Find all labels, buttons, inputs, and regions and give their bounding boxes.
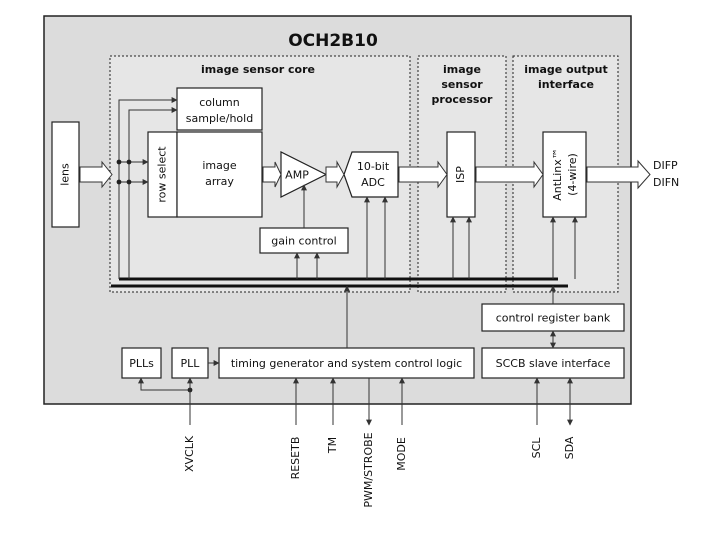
row-select-block [147, 131, 178, 218]
timing-generator-label: timing generator and system control logi… [231, 357, 462, 370]
pin-tm: TM [326, 437, 339, 454]
isp-block [446, 131, 476, 218]
output-difp: DIFP [653, 159, 678, 172]
plls-label: PLLs [129, 357, 154, 370]
adc-label-2: ADC [361, 176, 385, 189]
sccb-slave-interface-label: SCCB slave interface [496, 357, 611, 370]
section-label-isp-3: processor [432, 93, 493, 106]
pin-scl: SCL [530, 437, 543, 459]
column-label-2: sample/hold [186, 112, 253, 125]
section-label-core: image sensor core [201, 63, 315, 76]
isp-label: ISP [454, 166, 467, 183]
adc-label-1: 10-bit [357, 160, 390, 173]
column-label-1: column [199, 96, 240, 109]
pll-to-plls-line [138, 377, 190, 391]
timing-generator-block [218, 347, 475, 379]
pin-sda: SDA [563, 436, 576, 459]
pin-resetb: RESETB [289, 437, 302, 480]
image-array-label-2: array [205, 175, 234, 188]
gain-control-block [259, 227, 349, 254]
section-label-isp-2: sensor [441, 78, 483, 91]
antlinx-label-2: (4-wire) [566, 153, 579, 196]
image-array-block [176, 131, 263, 218]
sccb-slave-interface-block [481, 347, 625, 379]
amp-label: AMP [285, 169, 309, 182]
pin-pwm-strobe: PWM/STROBE [362, 432, 375, 507]
output-difn: DIFN [653, 176, 679, 189]
adc-block [343, 151, 399, 198]
section-label-isp-1: image [443, 63, 481, 76]
signal-path-arrows [79, 159, 651, 190]
image-array-label-1: image [202, 159, 236, 172]
section-label-output-1: image output [524, 63, 607, 76]
antlinx-label-1: AntLinx™ [551, 148, 564, 200]
control-register-bank-label: control register bank [496, 312, 611, 325]
pin-mode: MODE [395, 437, 408, 471]
antlinx-block [542, 131, 587, 218]
pll-label: PLL [181, 357, 201, 370]
lens-block [51, 121, 80, 228]
chip-title: OCH2B10 [288, 31, 378, 51]
pin-xvclk: XVCLK [183, 435, 196, 472]
row-select-label: row select [156, 146, 169, 203]
lens-label: lens [59, 163, 72, 186]
control-register-bank-block [481, 303, 625, 332]
section-label-output-2: interface [538, 78, 594, 91]
pll-block [171, 347, 209, 379]
core-control-lines [116, 97, 178, 279]
gain-control-label: gain control [271, 235, 336, 248]
